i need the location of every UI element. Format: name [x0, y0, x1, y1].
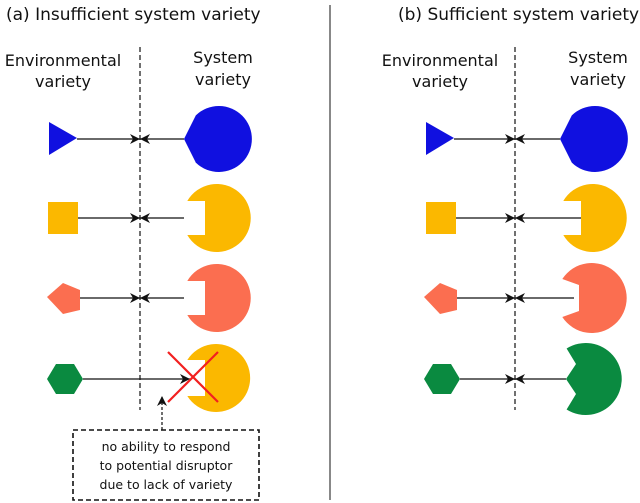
square-icon — [48, 202, 78, 234]
pacman-pentagon-notch-icon — [562, 263, 627, 334]
panel-b-environment-label-line2: variety — [412, 72, 468, 91]
triangle-icon — [426, 122, 454, 155]
annotation-line3: due to lack of variety — [100, 477, 234, 492]
panel-a-system-label-line2: variety — [195, 70, 251, 89]
panel-b: (b) Sufficient system variety Environmen… — [382, 5, 639, 415]
pacman-square-notch-icon — [187, 344, 251, 412]
hexagon-icon — [424, 364, 460, 394]
panel-b-system-label-line2: variety — [570, 70, 626, 89]
pacman-hexagon-notch-icon — [566, 343, 622, 415]
panel-a-environment-label-line1: Environmental — [5, 51, 121, 70]
panel-a: (a) Insufficient system variety Environm… — [5, 5, 261, 501]
square-icon — [426, 202, 456, 234]
pacman-triangle-notch-icon — [184, 106, 252, 172]
red-cross-icon — [167, 351, 219, 403]
pentagon-icon — [424, 283, 457, 314]
triangle-icon — [49, 122, 77, 155]
panel-a-system-label-line1: System — [193, 48, 253, 67]
panel-b-system-label-line1: System — [568, 48, 628, 67]
pacman-triangle-notch-icon — [560, 106, 628, 172]
panel-b-title: (b) Sufficient system variety — [398, 5, 639, 25]
annotation-box — [72, 429, 260, 501]
panel-a-title: (a) Insufficient system variety — [6, 5, 261, 25]
annotation-line1: no ability to respond — [102, 439, 231, 454]
panel-b-environment-label-line1: Environmental — [382, 51, 498, 70]
pacman-square-notch-icon — [187, 264, 251, 333]
hexagon-icon — [47, 364, 83, 394]
pacman-square-notch-icon — [563, 184, 627, 252]
panel-a-environment-label-line2: variety — [35, 72, 91, 91]
pentagon-icon — [47, 283, 80, 314]
pacman-square-notch-icon — [187, 184, 251, 252]
annotation-line2: to potential disruptor — [100, 458, 234, 473]
